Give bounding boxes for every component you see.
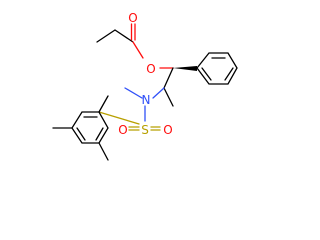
sulfonyl-oxygen-left-label: O: [118, 123, 127, 137]
bond-ethyl-1: [96, 29, 116, 43]
bond-methyl-top: [98, 95, 109, 113]
sulfonyl-oxygen-right-label: O: [163, 123, 172, 137]
bond-carbonyl-ester: [132, 41, 144, 59]
nitrogen-label: N: [142, 93, 151, 107]
mesityl-double-2: [76, 127, 86, 141]
bond-ch-n: [152, 87, 165, 99]
mesityl-double-3: [95, 127, 104, 141]
bond-methyl-bottom: [98, 142, 109, 161]
molecule-structure: O O N S O O: [52, 11, 238, 161]
bond-ethyl-2: [114, 29, 134, 43]
wedge-bond-phenyl: [173, 66, 197, 71]
phenyl-double-2: [224, 67, 234, 81]
sulfur-label: S: [141, 123, 149, 137]
bond-n-methyl: [124, 87, 143, 99]
bond-s-aryl: [98, 111, 140, 125]
bond-ch-ch: [163, 67, 174, 89]
bond-lines: [52, 23, 238, 161]
ester-oxygen-label: O: [146, 62, 155, 76]
mesityl-ring: [71, 111, 109, 144]
phenyl-ring: [196, 52, 238, 85]
phenyl-double-3: [201, 67, 212, 81]
carbonyl-oxygen-label: O: [128, 11, 137, 25]
bond-ch-methyl: [163, 87, 174, 107]
atom-labels: O O N S O O: [118, 11, 172, 137]
